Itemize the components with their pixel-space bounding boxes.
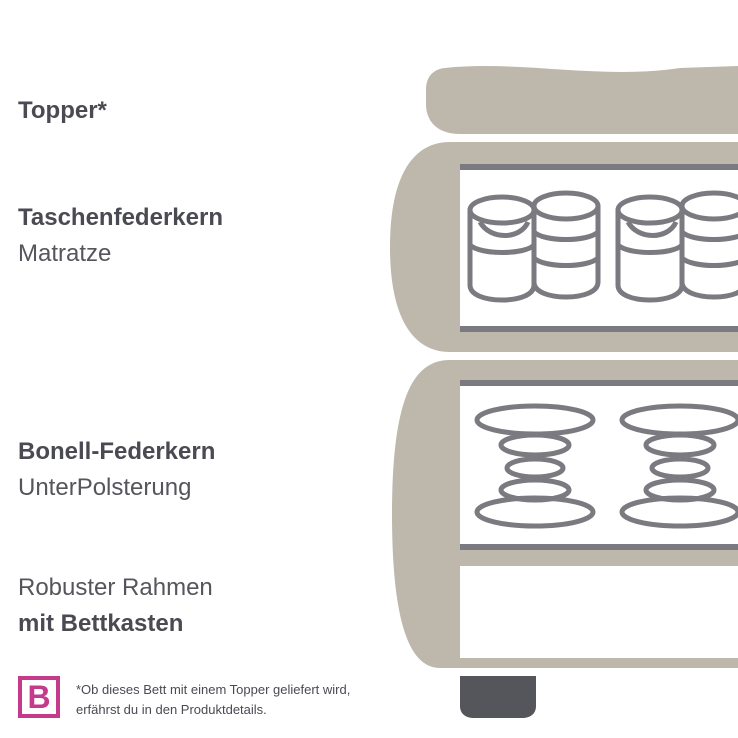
base-top-line xyxy=(460,380,738,386)
brand-logo-inner: B xyxy=(22,680,56,714)
topper-layer xyxy=(426,66,738,134)
bonnell-spring-icon xyxy=(474,403,738,529)
footnote-line-1: *Ob dieses Bett mit einem Topper geliefe… xyxy=(76,682,351,697)
mattress-label: Taschenfederkern Matratze xyxy=(18,200,223,272)
brand-logo-icon: B xyxy=(18,676,60,718)
footnote-line-2: erfährst du in den Produktdetails. xyxy=(76,702,267,717)
mattress-bottom-line xyxy=(460,326,738,332)
base-title: Bonell-Federkern xyxy=(18,438,216,465)
mattress-subtitle: Matratze xyxy=(18,240,112,267)
frame-label: Robuster Rahmen mit Bettkasten xyxy=(18,570,213,642)
mattress-top-line xyxy=(460,164,738,170)
mattress-title: Taschenfederkern xyxy=(18,204,223,231)
frame-subtitle: Robuster Rahmen xyxy=(18,574,213,601)
pocket-spring-icon xyxy=(467,190,738,303)
footnote: *Ob dieses Bett mit einem Topper geliefe… xyxy=(76,680,406,720)
bed-foot xyxy=(460,676,536,718)
base-label: Bonell-Federkern UnterPolsterung xyxy=(18,434,215,506)
frame-title: mit Bettkasten xyxy=(18,610,184,637)
topper-title: Topper* xyxy=(18,97,107,124)
base-subtitle: UnterPolsterung xyxy=(18,474,192,501)
topper-label: Topper* xyxy=(18,93,107,129)
brand-logo-letter: B xyxy=(27,679,51,715)
base-bottom-line xyxy=(460,544,738,550)
storage-box xyxy=(460,566,738,658)
